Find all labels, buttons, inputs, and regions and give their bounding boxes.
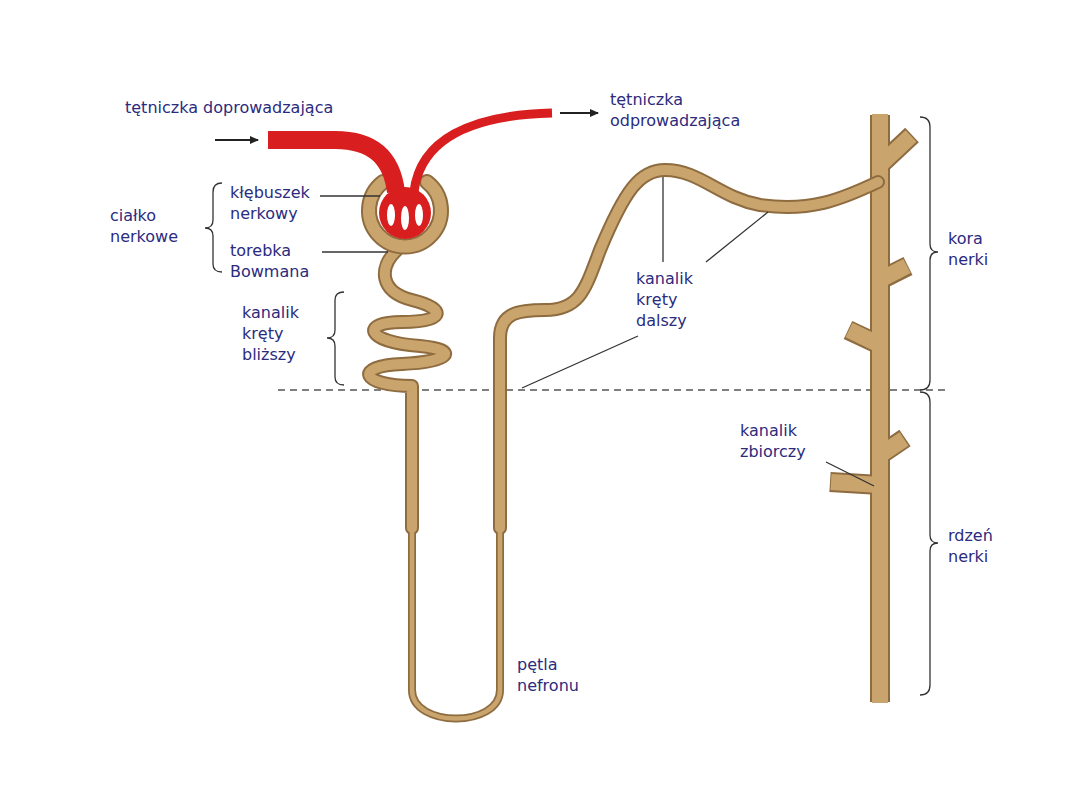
part-label: kanalik zbiorczy	[740, 420, 806, 462]
flow-arrow	[215, 139, 258, 141]
part-label: torebka Bowmana	[230, 240, 309, 282]
part-label: pętla nefronu	[517, 654, 579, 696]
bracket	[205, 117, 938, 695]
part-label: ciałko nerkowe	[110, 205, 178, 247]
nephron-tubule	[369, 170, 878, 719]
leader-line	[320, 177, 874, 486]
vessel-label: tętniczka doprowadzająca	[125, 97, 333, 118]
region-label: kora nerki	[948, 228, 988, 270]
part-label: kłębuszek nerkowy	[230, 182, 310, 224]
part-label: kanalik kręty dalszy	[636, 268, 693, 331]
part-label: kanalik kręty bliższy	[242, 302, 299, 365]
arterioles	[268, 113, 552, 239]
vessel-label: tętniczka odprowadzająca	[610, 89, 740, 131]
cortex-border	[278, 389, 950, 391]
flow-arrow	[560, 112, 598, 114]
region-label: rdzeń nerki	[948, 525, 993, 567]
